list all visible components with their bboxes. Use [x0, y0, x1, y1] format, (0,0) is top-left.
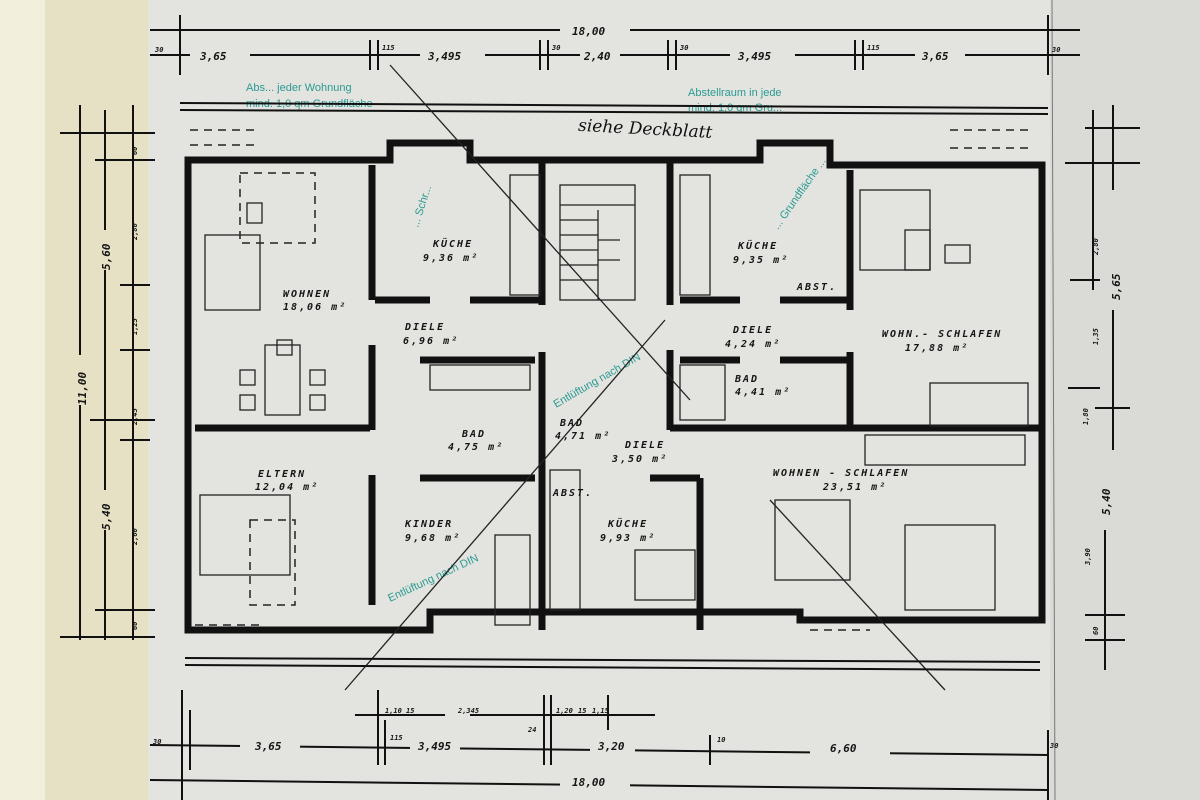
room-name: ABST. [552, 488, 593, 499]
bottom-dim-0: 30 [152, 738, 161, 746]
room-name: DIELE [404, 322, 445, 333]
walls [184, 139, 1046, 634]
bottom-upper-dim-5: 1,15 [592, 707, 609, 715]
bottom-dim-8: 30 [1049, 742, 1058, 750]
bottom-dim-2: 115 [390, 734, 403, 742]
room-area: 6,96 m² [403, 336, 459, 347]
left-inner-8: 2,60 [131, 528, 139, 546]
room-name: BAD [461, 429, 486, 440]
left-dimension-lines [60, 105, 155, 640]
right-inner-6: 1,80 [1082, 408, 1090, 425]
right-inner-4: 1,35 [1092, 328, 1100, 345]
top-dim-1: 3,65 [199, 50, 227, 63]
room-name: ELTERN [258, 469, 306, 480]
bottom-dim-4: 24 [527, 726, 536, 734]
bottom-upper-dim-1: 15 [406, 707, 414, 715]
top-dim-0: 30 [154, 46, 163, 54]
bottom-upper-dim-2: 2,345 [457, 707, 479, 715]
paper-right-fold [1050, 0, 1200, 800]
bottom-dim-1: 3,65 [254, 740, 282, 753]
room-area: 4,24 m² [725, 339, 781, 350]
bottom-upper-dim-0: 1,10 [385, 707, 402, 715]
top-total-dimension: 18,00 [572, 25, 605, 38]
room-area: 4,71 m² [555, 431, 611, 442]
room-labels: WOHNEN 18,06 m² KÜCHE 9,36 m² DIELE 6,96… [255, 236, 1002, 544]
right-inner-2: 2,80 [1092, 238, 1100, 256]
top-dim-4: 30 [551, 44, 560, 52]
room-area: 9,36 m² [423, 253, 479, 264]
top-dim-9: 3,65 [921, 50, 949, 63]
paper-left-edge [0, 0, 45, 800]
stamp-right-line2: mind. 1,0 qm Gru... [688, 102, 782, 114]
room-name: KÜCHE [607, 516, 648, 530]
left-dim-0: 5,60 [100, 243, 113, 270]
bottom-total-dimension: 18,00 [572, 776, 605, 789]
right-dim-1: 5,40 [1100, 488, 1113, 515]
bottom-upper-dim-3: 1,20 [556, 707, 573, 715]
room-area: 23,51 m² [822, 482, 887, 493]
right-inner-8: 3,90 [1084, 548, 1092, 566]
room-name: WOHN.- SCHLAFEN [882, 329, 1002, 340]
left-inner-2: 2,80 [131, 223, 139, 241]
room-area: 9,35 m² [733, 255, 789, 266]
bottom-dim-7: 6,60 [830, 742, 857, 755]
room-area: 17,88 m² [905, 343, 969, 354]
staircase [559, 184, 636, 301]
bottom-upper-dim-4: 15 [578, 707, 586, 715]
left-total-dimension: 11,00 [76, 372, 89, 405]
room-area: 12,04 m² [255, 482, 319, 493]
bottom-dim-3: 3,495 [417, 740, 451, 753]
top-dim-8: 115 [867, 44, 880, 52]
top-dim-2: 115 [382, 44, 395, 52]
left-inner-10: 60 [131, 622, 139, 630]
stamp-left-line1: Abs... jeder Wohnung [246, 82, 352, 94]
room-name: BAD [734, 374, 759, 385]
room-name: DIELE [732, 325, 773, 336]
left-inner-0: 60 [131, 147, 139, 155]
room-name: DIELE [624, 440, 665, 451]
top-dim-6: 30 [679, 44, 688, 52]
paper-fold-line [1051, 0, 1056, 800]
room-name: ABST. [796, 282, 837, 293]
right-dim-0: 5,65 [1110, 273, 1123, 300]
room-area: 4,41 m² [735, 387, 791, 398]
left-inner-6: 2,45 [131, 408, 139, 426]
top-dim-3: 3,495 [427, 50, 461, 63]
left-dim-1: 5,40 [100, 503, 113, 530]
left-inner-4: 1,25 [131, 318, 139, 335]
room-name: KINDER [404, 519, 453, 530]
top-dim-5: 2,40 [583, 50, 611, 63]
room-name: WOHNEN - SCHLAFEN [773, 468, 909, 479]
room-name: KÜCHE [737, 238, 778, 252]
room-name: BAD [559, 418, 584, 429]
stamp-right-line1: Abstellraum in jede [688, 87, 782, 99]
bottom-dim-5: 3,20 [597, 740, 625, 753]
room-name: KÜCHE [432, 236, 473, 250]
room-area: 9,68 m² [405, 533, 461, 544]
room-area: 3,50 m² [611, 454, 668, 465]
room-area: 4,75 m² [448, 442, 504, 453]
balcony-top [179, 102, 1049, 149]
strike-lines [344, 64, 946, 691]
right-inner-9: 60 [1092, 627, 1100, 635]
right-dimension-lines [1065, 105, 1140, 670]
bottom-dim-6: 10 [717, 736, 725, 744]
room-area: 18,06 m² [283, 302, 347, 313]
room-area: 9,93 m² [600, 533, 656, 544]
balcony-bottom [184, 624, 1041, 671]
top-dim-7: 3,495 [737, 50, 771, 63]
furniture [199, 172, 1029, 626]
room-name: WOHNEN [283, 289, 331, 300]
top-dim-10: 30 [1051, 46, 1060, 54]
